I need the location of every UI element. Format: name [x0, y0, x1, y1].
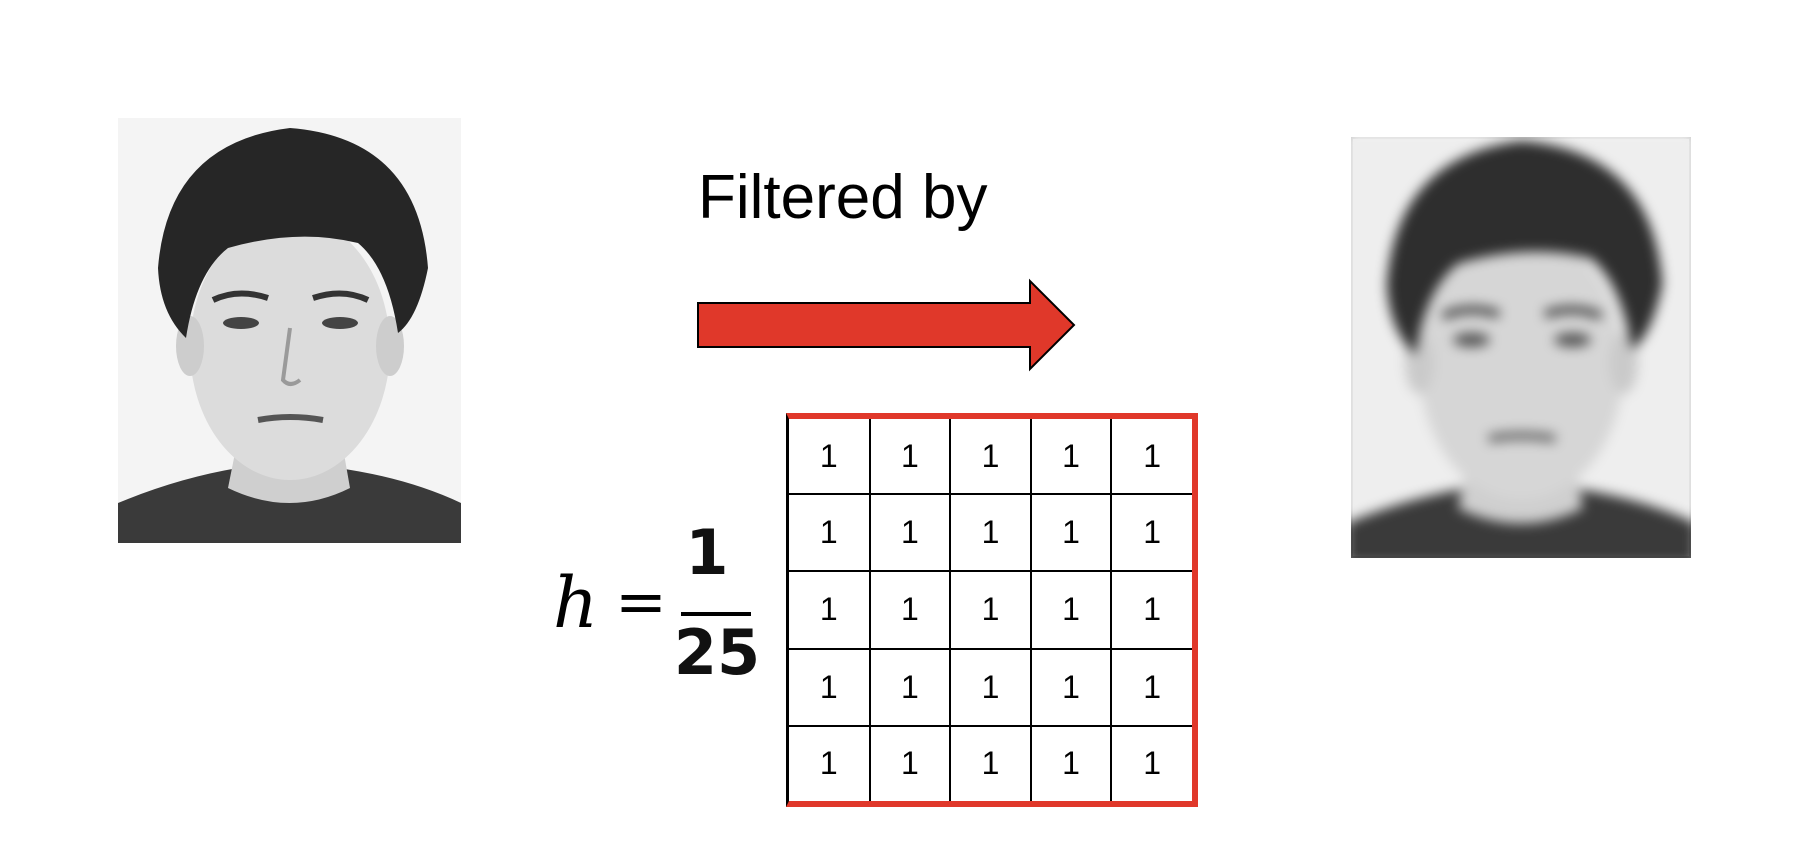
- kernel-cell: 1: [868, 493, 952, 573]
- kernel-cell: 1: [1029, 493, 1113, 573]
- kernel-cell: 1: [1029, 570, 1113, 650]
- kernel-cell: 1: [868, 724, 952, 801]
- portrait-photo-icon: [118, 118, 461, 543]
- filtered-photo: [1351, 137, 1691, 558]
- kernel-cell: 1: [949, 419, 1032, 496]
- kernel-cell: 1: [1110, 647, 1192, 727]
- kernel-cell: 1: [949, 647, 1032, 727]
- kernel-cell: 1: [1110, 493, 1192, 573]
- original-photo: [118, 118, 461, 543]
- kernel-cell: 1: [1029, 647, 1113, 727]
- kernel-cell: 1: [1029, 419, 1113, 496]
- fraction-numerator: 1: [685, 516, 729, 589]
- kernel-cell: 1: [868, 419, 952, 496]
- normalization-equation: h = 1 25: [553, 516, 763, 700]
- kernel-cell: 1: [789, 570, 871, 650]
- kernel-cell: 1: [789, 493, 871, 573]
- kernel-cell: 1: [789, 724, 871, 801]
- kernel-cell: 1: [1029, 724, 1113, 801]
- kernel-cell: 1: [949, 570, 1032, 650]
- kernel-cell: 1: [868, 570, 952, 650]
- kernel-cell: 1: [789, 647, 871, 727]
- equation-equals: =: [615, 565, 667, 638]
- kernel-cell: 1: [789, 419, 871, 496]
- kernel-cell: 1: [949, 724, 1032, 801]
- caption-text: Filtered by: [698, 163, 988, 232]
- equation-lhs: h: [553, 562, 599, 644]
- kernel-cell: 1: [1110, 419, 1192, 496]
- kernel-cell: 1: [1110, 724, 1192, 801]
- kernel-cell: 1: [868, 647, 952, 727]
- portrait-photo-blurred-icon: [1351, 137, 1691, 558]
- fraction-bar: [681, 612, 751, 616]
- right-arrow-icon: [697, 278, 1076, 372]
- kernel-cell: 1: [1110, 570, 1192, 650]
- fraction-denominator: 25: [673, 616, 761, 689]
- kernel-cell: 1: [949, 493, 1032, 573]
